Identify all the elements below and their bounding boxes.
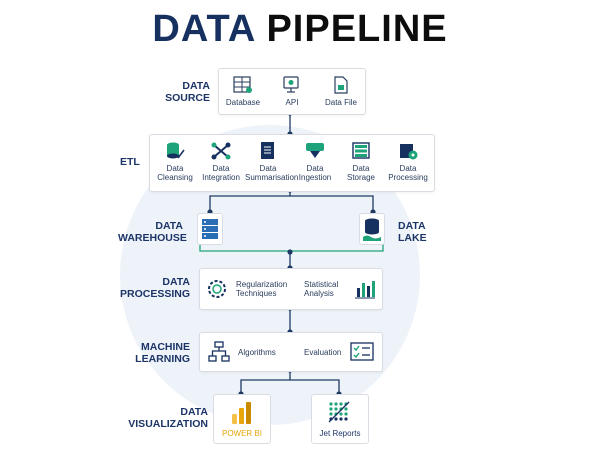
power-bi-tile: POWER BI — [213, 394, 271, 444]
lake-database-icon — [363, 218, 381, 241]
evaluation-item: Evaluation — [304, 348, 342, 357]
etl-item-processing: Data Processing — [385, 141, 431, 182]
algorithms-item: Algorithms — [238, 348, 276, 357]
machine-learning-panel: Algorithms Evaluation — [199, 332, 383, 372]
etl-label: ETL — [120, 156, 140, 168]
etl-item-summarisation: Data Summarisation — [245, 141, 298, 182]
data-source-panel: Database API Data File — [218, 68, 366, 115]
regularization-item: Regularization Techniques — [236, 280, 288, 298]
title-part-1: DATA — [152, 8, 255, 50]
algorithm-flowchart-icon — [208, 341, 230, 362]
api-icon — [283, 76, 299, 93]
database-item: Database — [223, 75, 263, 107]
machine-learning-label: MACHINE LEARNING — [135, 341, 190, 365]
jet-reports-logo-icon — [328, 401, 350, 423]
regularization-gear-icon — [208, 280, 226, 298]
etl-item-ingestion: Data Ingestion — [293, 141, 337, 182]
statistical-analysis-item: Statistical Analysis — [304, 280, 339, 298]
jet-reports-label: Jet Reports — [319, 429, 361, 438]
data-source-label: DATA SOURCE — [165, 80, 210, 104]
ingestion-icon — [306, 143, 324, 158]
database-icon — [233, 76, 252, 93]
api-item: API — [272, 75, 312, 107]
bar-chart-icon — [355, 281, 375, 299]
summarisation-icon — [261, 142, 274, 159]
data-file-item: Data File — [321, 75, 361, 107]
etl-panel: Data Cleansing Data Integration Data Sum… — [149, 134, 435, 192]
diagram-title: DATA PIPELINE — [0, 8, 600, 51]
power-bi-label: POWER BI — [221, 429, 262, 438]
lake-box — [359, 213, 385, 245]
integration-icon — [211, 142, 231, 160]
file-icon — [334, 76, 348, 94]
jet-reports-tile: Jet Reports — [311, 394, 369, 444]
etl-item-storage: Data Storage — [339, 141, 383, 182]
warehouse-box — [197, 213, 223, 245]
power-bi-logo-icon — [232, 402, 251, 424]
data-processing-panel: Regularization Techniques Statistical An… — [199, 268, 383, 310]
warehouse-server-icon — [202, 219, 218, 239]
data-warehouse-label: DATA WAREHOUSE — [118, 220, 187, 244]
evaluation-checklist-icon — [350, 342, 374, 361]
title-part-2: PIPELINE — [266, 8, 448, 50]
data-lake-label: DATA LAKE — [398, 220, 427, 244]
storage-icon — [352, 142, 370, 159]
data-visualization-label: DATA VISUALIZATION — [128, 406, 208, 430]
etl-item-cleansing: Data Cleansing — [153, 141, 197, 182]
processing-icon — [400, 144, 418, 160]
cleansing-icon — [167, 142, 185, 159]
data-processing-label: DATA PROCESSING — [120, 276, 191, 300]
etl-item-integration: Data Integration — [199, 141, 243, 182]
